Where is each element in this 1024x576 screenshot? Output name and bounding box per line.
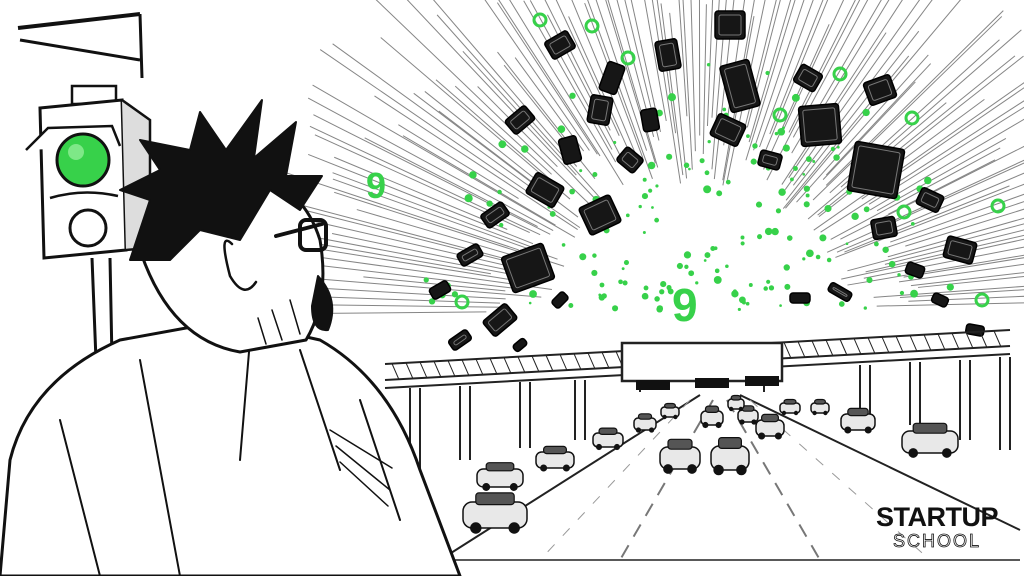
overhead-sign-icon (620, 341, 784, 392)
logo-sub-text: SCHOOL (892, 531, 982, 551)
traffic-cars (462, 394, 959, 534)
flying-chips (428, 10, 986, 353)
surprised-man (0, 99, 462, 576)
logo-main-text: STARTUP (876, 502, 999, 532)
numeral-nine-center: 9 (672, 279, 698, 331)
highway (385, 394, 1024, 576)
startup-school-logo: STARTUP SCHOOL (872, 502, 1002, 551)
numeral-nine-left: 9 (366, 165, 387, 206)
